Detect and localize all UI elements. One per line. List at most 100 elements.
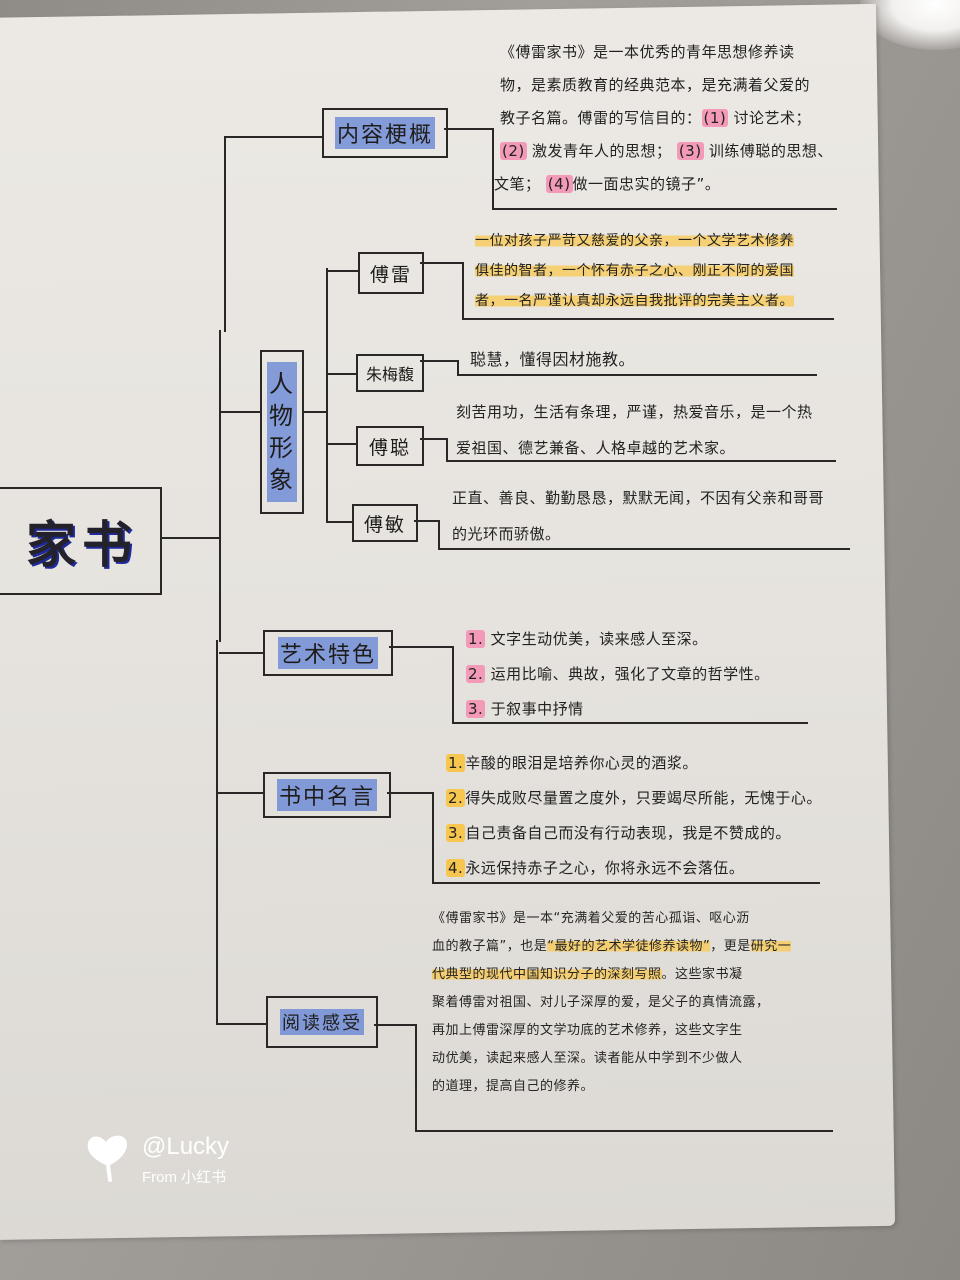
quotes-underline (432, 882, 820, 884)
fu-min-underline (438, 548, 850, 550)
connector-zhu-note (420, 360, 458, 362)
quote-item: 2.得失成败尽量置之度外，只要竭尽所能，无愧于心。 (446, 789, 822, 807)
marker-1: (1) (701, 109, 729, 127)
content-line: 文笔； (4)做一面忠实的镜子”。 (494, 175, 721, 193)
node-label: 傅雷 (369, 263, 412, 286)
connector-fu-lei (326, 270, 358, 272)
branch-characters: 人 物 形 象 (260, 350, 304, 514)
trunk-middle (219, 330, 221, 642)
node-fu-lei: 傅雷 (358, 252, 424, 294)
content-line: 物，是素质教育的经典范本，是充满着父爱的 (500, 76, 811, 94)
quotes-list: 1.辛酸的眼泪是培养你心灵的酒浆。 2.得失成败尽量置之度外，只要竭尽所能，无愧… (446, 746, 822, 886)
connector-fu-lei-note (420, 262, 462, 264)
connector-zhu-note-v (457, 360, 459, 376)
fu-cong-description: 刻苦用功，生活有条理，严谨，热爱音乐，是一个热 爱祖国、德艺兼备、人格卓越的艺术… (456, 394, 813, 466)
root-title-box: 家书 (0, 487, 162, 595)
art-item: 1. 文字生动优美，读来感人至深。 (466, 630, 708, 648)
connector-reflection (216, 1023, 266, 1025)
quote-item: 4.永远保持赤子之心，你将永远不会落伍。 (446, 859, 745, 877)
zhu-meifu-description: 聪慧，懂得因材施教。 (470, 344, 635, 376)
branch-label: 书中名言 (276, 779, 377, 811)
marker-4: (4) (545, 175, 573, 193)
node-fu-cong: 傅聪 (356, 426, 424, 466)
connector-quotes-v (432, 792, 434, 884)
marker-3: (3) (676, 142, 704, 160)
watermark: @Lucky From 小红书 (84, 1132, 229, 1187)
connector-reflection-v (415, 1024, 417, 1132)
connector-fu-cong-note-v (446, 438, 448, 462)
connector-art-v (452, 646, 454, 724)
branch-reading-reflection: 阅读感受 (266, 996, 378, 1048)
desc-line: 者，一名严谨认真却永远自我批评的完美主义者。 (475, 293, 794, 309)
branch-label: 内容梗概 (334, 117, 435, 149)
connector-zhu-meifu (326, 373, 356, 375)
marker-2: (2) (500, 142, 527, 160)
connector-quotes (217, 792, 263, 794)
desc-line: 爱祖国、德艺兼备、人格卓越的艺术家。 (456, 439, 736, 457)
reflection-line: 代典型的现代中国知识分子的深刻写照。这些家书凝 (432, 967, 743, 982)
connector-content (224, 136, 322, 138)
fu-lei-description: 一位对孩子严苛又慈爱的父亲，一个文学艺术修养 俱佳的智者，一个怀有赤子之心、刚正… (475, 226, 794, 316)
trunk-lower (216, 640, 218, 1025)
content-summary-text: 《傅雷家书》是一本优秀的青年思想修养读 物，是素质教育的经典范本，是充满着父爱的… (494, 36, 840, 201)
fu-cong-underline (446, 460, 836, 462)
connector-fu-min (326, 521, 352, 523)
watermark-source: From 小红书 (142, 1169, 227, 1186)
node-label: 朱梅馥 (365, 365, 414, 384)
connector-reflection-out (374, 1024, 416, 1026)
root-title: 家书 (26, 515, 138, 574)
art-underline (452, 722, 808, 724)
heart-icon (84, 1132, 132, 1182)
branch-quotes: 书中名言 (263, 772, 391, 818)
connector-fu-min-note-v (438, 520, 440, 550)
node-label: 傅敏 (363, 513, 406, 536)
connector-art-out (389, 646, 453, 648)
reflection-line: 再加上傅雷深厚的文学功底的艺术修养，这些文字生 (432, 1023, 743, 1038)
fu-lei-underline (462, 318, 834, 320)
connector-content-note-v (492, 128, 494, 210)
desc-line: 的光环而骄傲。 (452, 525, 561, 543)
connector-fu-lei-note-v (462, 262, 464, 320)
reflection-line: 动优美，读起来感人至深。读者能从中学到不少做人 (432, 1051, 743, 1066)
content-underline (492, 208, 837, 210)
art-item: 3. 于叙事中抒情 (466, 700, 584, 718)
connector-content-note (444, 128, 492, 130)
art-features-list: 1. 文字生动优美，读来感人至深。 2. 运用比喻、典故，强化了文章的哲学性。 … (466, 622, 770, 727)
connector-fu-min-note (414, 520, 438, 522)
reading-reflection-text: 《傅雷家书》是一本“充满着父爱的苦心孤诣、呕心沥 血的教子篇”，也是“最好的艺术… (432, 905, 792, 1101)
content-line: (2) 激发青年人的思想； (3) 训练傅聪的思想、 (500, 142, 833, 160)
reflection-line: 的道理，提高自己的修养。 (432, 1079, 595, 1094)
zhu-underline (457, 374, 817, 376)
connector-art (219, 652, 263, 654)
reflection-line: 聚着傅雷对祖国、对儿子深厚的爱，是父子的真情流露， (432, 995, 770, 1010)
trunk-upper (224, 136, 226, 332)
node-zhu-meifu: 朱梅馥 (356, 354, 424, 392)
branch-label: 阅读感受 (280, 1009, 364, 1035)
branch-label: 艺术特色 (277, 637, 378, 669)
branch-label: 人 物 形 象 (267, 362, 297, 502)
content-line: 《傅雷家书》是一本优秀的青年思想修养读 (500, 43, 795, 61)
connector-characters-out (302, 411, 327, 413)
desc-line: 聪慧，懂得因材施教。 (470, 350, 636, 369)
connector-fu-cong (326, 443, 356, 445)
desc-line: 俱佳的智者，一个怀有赤子之心、刚正不阿的爱国 (475, 263, 794, 279)
quote-item: 3.自己责备自己而没有行动表现，我是不赞成的。 (446, 824, 791, 842)
watermark-handle: @Lucky (142, 1133, 230, 1160)
reflection-underline (415, 1130, 833, 1132)
desc-line: 正直、善良、勤勤恳恳，默默无闻，不因有父亲和哥哥 (452, 489, 825, 507)
fu-min-description: 正直、善良、勤勤恳恳，默默无闻，不因有父亲和哥哥 的光环而骄傲。 (452, 480, 824, 552)
branch-content-summary: 内容梗概 (322, 108, 448, 158)
content-line: 教子名篇。傅雷的写信目的：(1) 讨论艺术； (500, 109, 812, 127)
quote-item: 1.辛酸的眼泪是培养你心灵的酒浆。 (446, 754, 698, 772)
connector-quotes-out (387, 792, 433, 794)
branch-art-features: 艺术特色 (263, 630, 393, 676)
node-fu-min: 傅敏 (352, 504, 418, 542)
reflection-line: 血的教子篇”，也是“最好的艺术学徒修养读物”，更是研究一 (432, 939, 792, 954)
desc-line: 一位对孩子严苛又慈爱的父亲，一个文学艺术修养 (475, 233, 794, 249)
desc-line: 刻苦用功，生活有条理，严谨，热爱音乐，是一个热 (456, 403, 813, 421)
characters-spine (326, 268, 328, 523)
art-item: 2. 运用比喻、典故，强化了文章的哲学性。 (466, 665, 770, 683)
node-label: 傅聪 (368, 436, 411, 459)
connector-root (162, 537, 220, 539)
